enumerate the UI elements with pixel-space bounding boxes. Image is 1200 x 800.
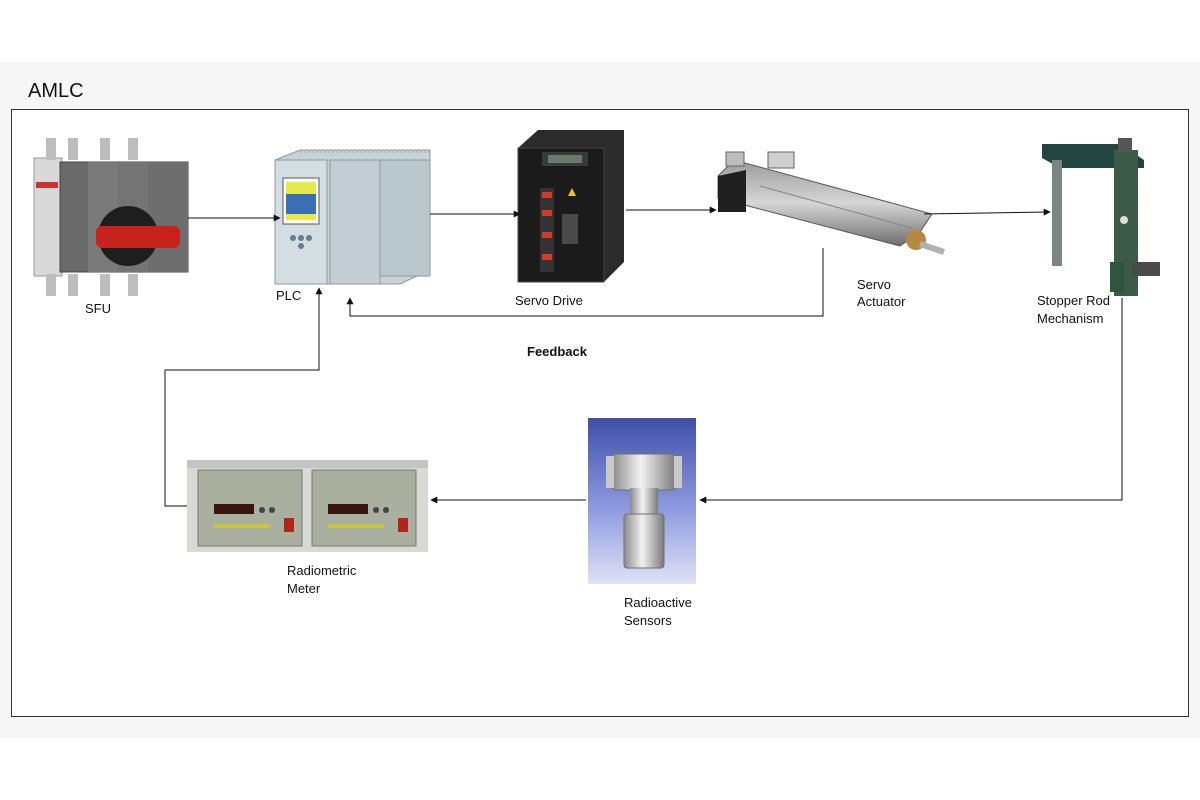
label-radioactive-sensors-line2: Sensors <box>624 613 672 628</box>
stopper-rod-image <box>1042 138 1160 296</box>
arrow-actuator-to-stopper-rod <box>923 208 1051 216</box>
label-plc: PLC <box>276 288 302 303</box>
arrow-meter-to-plc <box>164 287 323 507</box>
label-feedback: Feedback <box>527 344 587 359</box>
label-sfu: SFU <box>85 301 111 316</box>
label-radiometric-meter-line1: Radiometric <box>287 563 357 578</box>
arrow-feedback-to-plc <box>346 248 824 317</box>
label-servo-actuator-line1: Servo <box>857 277 891 292</box>
radioactive-sensors-image <box>588 418 696 584</box>
label-radioactive-sensors-line1: Radioactive <box>624 595 692 610</box>
label-radiometric-meter-line2: Meter <box>287 581 321 596</box>
label-stopper-rod-line2: Mechanism <box>1037 311 1104 326</box>
label-servo-drive: Servo Drive <box>515 293 583 308</box>
radiometric-meter-image <box>187 460 428 552</box>
plc-image <box>274 149 431 285</box>
diagram-title: AMLC <box>28 80 84 102</box>
servo-actuator-image <box>717 151 945 255</box>
servo-drive-image <box>517 130 624 283</box>
sfu-image <box>33 138 189 296</box>
label-stopper-rod-line1: Stopper Rod <box>1037 293 1110 308</box>
label-servo-actuator-line2: Actuator <box>857 294 906 309</box>
arrow-stopper-rod-to-sensors <box>699 298 1123 504</box>
